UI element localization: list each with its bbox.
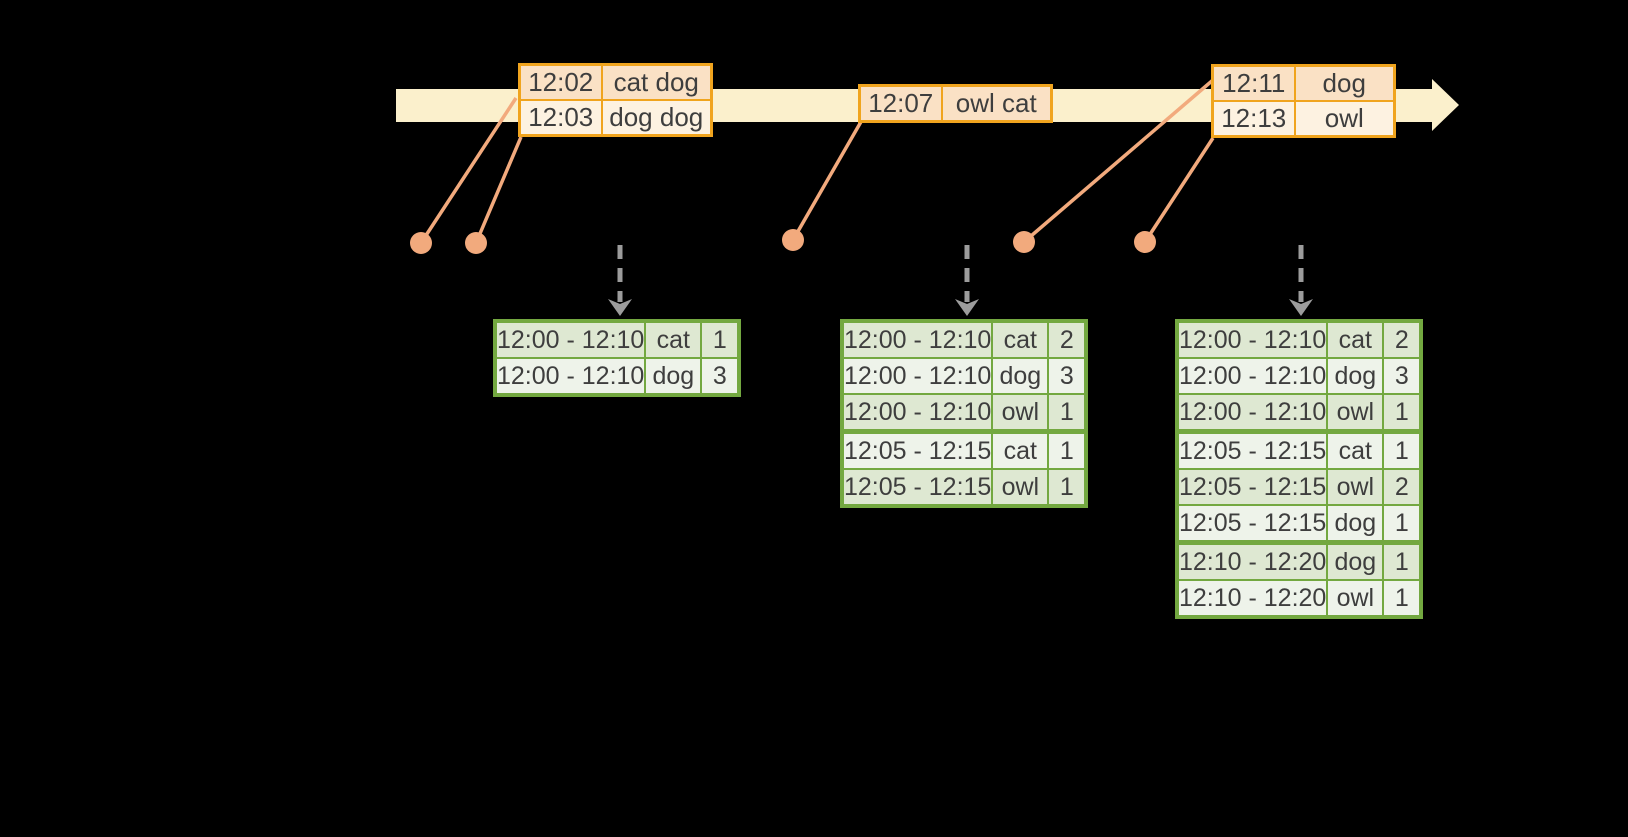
trigger-arrow	[955, 245, 979, 316]
result-word-cell: cat	[991, 320, 1050, 359]
event-dot-icon	[410, 232, 432, 254]
result-word-cell: cat	[991, 429, 1050, 470]
result-window-cell: 12:00 - 12:10	[493, 357, 647, 396]
result-word-cell: cat	[1326, 429, 1385, 470]
result-word-cell: owl	[1326, 579, 1385, 618]
event-row: 12:07 owl cat	[858, 84, 1053, 123]
result-count-cell: 2	[1382, 468, 1423, 506]
result-word-cell: dog	[1326, 504, 1385, 544]
result-window-cell: 12:00 - 12:10	[1175, 357, 1329, 395]
result-row: 12:00 - 12:10 cat 1	[493, 320, 741, 359]
result-count-cell: 1	[1382, 540, 1423, 581]
result-row: 12:00 - 12:10 cat 2	[840, 320, 1088, 359]
connector-line	[1022, 78, 1215, 244]
event-words-cell: owl cat	[940, 84, 1053, 123]
result-row: 12:10 - 12:20 owl 1	[1175, 579, 1423, 618]
result-word-cell: dog	[644, 357, 703, 396]
result-row: 12:00 - 12:10 dog 3	[840, 357, 1088, 395]
event-words-cell: dog dog	[600, 99, 713, 137]
result-count-cell: 1	[1382, 504, 1423, 544]
result-window-cell: 12:00 - 12:10	[1175, 320, 1329, 359]
event-time-cell: 12:02	[518, 63, 603, 101]
connector-line	[474, 136, 523, 244]
result-window-cell: 12:00 - 12:10	[1175, 393, 1329, 433]
result-word-cell: dog	[991, 357, 1050, 395]
result-row: 12:05 - 12:15 cat 1	[1175, 429, 1423, 470]
result-window-cell: 12:05 - 12:15	[1175, 429, 1329, 470]
result-row: 12:00 - 12:10 owl 1	[1175, 393, 1423, 433]
event-row: 12:03 dog dog	[518, 99, 713, 137]
result-window-cell: 12:05 - 12:15	[840, 429, 994, 470]
connector-line	[791, 119, 864, 241]
result-window-cell: 12:05 - 12:15	[1175, 468, 1329, 506]
result-row: 12:10 - 12:20 dog 1	[1175, 540, 1423, 581]
result-window-cell: 12:00 - 12:10	[840, 357, 994, 395]
result-row: 12:05 - 12:15 cat 1	[840, 429, 1088, 470]
result-count-cell: 1	[1382, 429, 1423, 470]
result-count-cell: 3	[700, 357, 741, 396]
result-word-cell: owl	[991, 393, 1050, 433]
result-row: 12:05 - 12:15 owl 2	[1175, 468, 1423, 506]
result-table-2: 12:00 - 12:10 cat 2 12:00 - 12:10 dog 3 …	[840, 319, 1089, 508]
result-count-cell: 3	[1382, 357, 1423, 395]
connector-line	[1143, 137, 1215, 243]
result-row: 12:00 - 12:10 cat 2	[1175, 320, 1423, 359]
result-count-cell: 2	[1047, 320, 1088, 359]
event-row: 12:02 cat dog	[518, 63, 713, 101]
input-events-table-1: 12:02 cat dog 12:03 dog dog	[518, 63, 713, 137]
event-time-cell: 12:11	[1211, 64, 1296, 102]
result-table-1: 12:00 - 12:10 cat 1 12:00 - 12:10 dog 3	[493, 319, 742, 397]
result-word-cell: owl	[1326, 468, 1385, 506]
trigger-arrow	[608, 245, 632, 316]
result-window-cell: 12:00 - 12:10	[840, 320, 994, 359]
result-row: 12:00 - 12:10 owl 1	[840, 393, 1088, 433]
event-dot-icon	[465, 232, 487, 254]
result-count-cell: 1	[1382, 579, 1423, 618]
input-events-table-2: 12:07 owl cat	[858, 84, 1053, 123]
event-words-cell: dog	[1293, 64, 1396, 102]
result-row: 12:05 - 12:15 dog 1	[1175, 504, 1423, 544]
event-row: 12:13 owl	[1211, 100, 1396, 138]
result-count-cell: 2	[1382, 320, 1423, 359]
result-window-cell: 12:00 - 12:10	[493, 320, 647, 359]
result-word-cell: owl	[1326, 393, 1385, 433]
result-window-cell: 12:05 - 12:15	[840, 468, 994, 507]
arrow-down-icon	[955, 299, 979, 316]
arrow-down-icon	[1289, 299, 1313, 316]
result-row: 12:05 - 12:15 owl 1	[840, 468, 1088, 507]
result-window-cell: 12:05 - 12:15	[1175, 504, 1329, 544]
result-word-cell: cat	[1326, 320, 1385, 359]
result-word-cell: cat	[644, 320, 703, 359]
result-count-cell: 1	[1047, 429, 1088, 470]
result-row: 12:00 - 12:10 dog 3	[1175, 357, 1423, 395]
result-count-cell: 3	[1047, 357, 1088, 395]
result-word-cell: owl	[991, 468, 1050, 507]
result-word-cell: dog	[1326, 540, 1385, 581]
result-count-cell: 1	[700, 320, 741, 359]
result-window-cell: 12:10 - 12:20	[1175, 579, 1329, 618]
result-word-cell: dog	[1326, 357, 1385, 395]
event-time-cell: 12:07	[858, 84, 943, 123]
event-dot-icon	[1134, 231, 1156, 253]
input-events-table-3: 12:11 dog 12:13 owl	[1211, 64, 1396, 138]
result-row: 12:00 - 12:10 dog 3	[493, 357, 741, 396]
event-time-cell: 12:03	[518, 99, 603, 137]
event-dot-icon	[782, 229, 804, 251]
result-count-cell: 1	[1047, 468, 1088, 507]
arrow-down-icon	[608, 299, 632, 316]
result-window-cell: 12:00 - 12:10	[840, 393, 994, 433]
result-table-3: 12:00 - 12:10 cat 2 12:00 - 12:10 dog 3 …	[1175, 319, 1424, 619]
event-dot-icon	[1013, 231, 1035, 253]
event-words-cell: cat dog	[600, 63, 713, 101]
result-count-cell: 1	[1382, 393, 1423, 433]
event-row: 12:11 dog	[1211, 64, 1396, 102]
result-window-cell: 12:10 - 12:20	[1175, 540, 1329, 581]
trigger-arrow	[1289, 245, 1313, 316]
event-time-cell: 12:13	[1211, 100, 1296, 138]
connector-line	[419, 97, 518, 244]
result-count-cell: 1	[1047, 393, 1088, 433]
timeline-arrowhead-icon	[1432, 79, 1459, 131]
event-words-cell: owl	[1293, 100, 1396, 138]
